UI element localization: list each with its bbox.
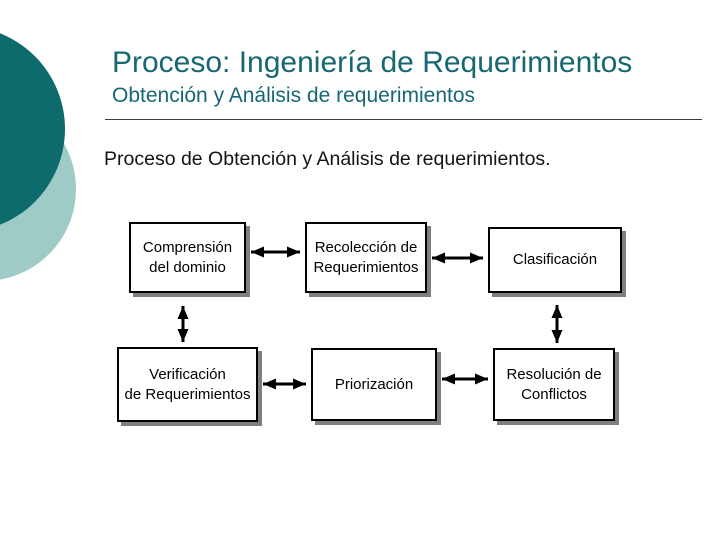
box-comprension-del-dominio: Comprensión del dominio: [129, 222, 246, 293]
box-recoleccion-de-requerimientos: Recolección de Requerimientos: [305, 222, 427, 293]
page-title: Proceso: Ingeniería de Requerimientos: [112, 46, 633, 79]
box-clasificacion: Clasificación: [488, 227, 622, 293]
box-verificacion-de-requerimientos: Verificación de Requerimientos: [117, 347, 258, 422]
box-priorizacion: Priorización: [311, 348, 437, 421]
title-divider: [105, 119, 702, 120]
body-text: Proceso de Obtención y Análisis de reque…: [104, 148, 551, 170]
box-resolucion-de-conflictos: Resolución de Conflictos: [493, 348, 615, 421]
page-subtitle: Obtención y Análisis de requerimientos: [112, 84, 476, 107]
